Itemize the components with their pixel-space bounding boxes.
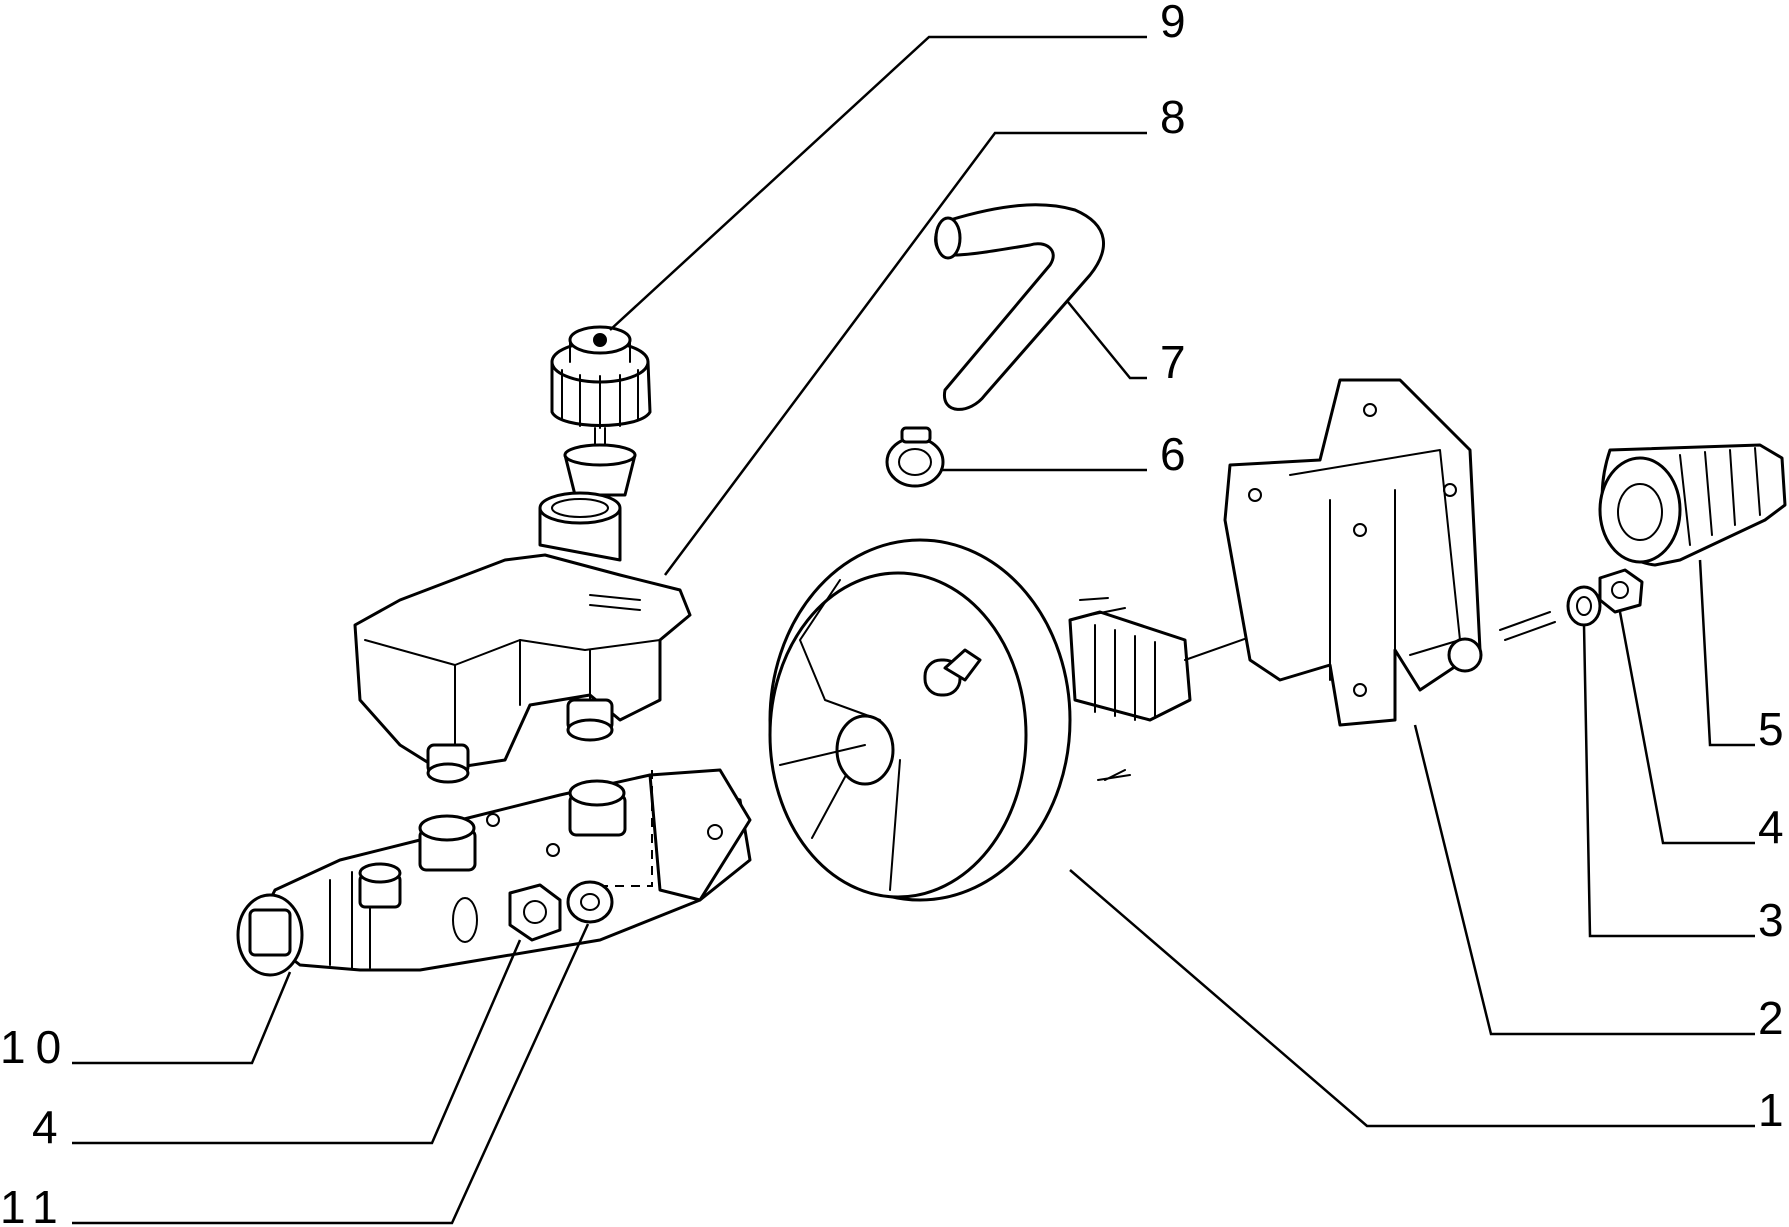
leader-10 (72, 971, 292, 1065)
brake-master-cylinder (236, 768, 752, 977)
hose-clamp (885, 426, 945, 488)
assembly-line-left (602, 770, 653, 887)
mounting-bracket (1223, 378, 1556, 727)
callout-4-left: 4 (32, 1101, 68, 1153)
callout-7: 7 (1160, 336, 1196, 388)
leader-9 (609, 35, 1147, 331)
reservoir-filter (563, 427, 637, 497)
leader-5 (1698, 559, 1755, 747)
callout-9: 9 (1160, 0, 1196, 47)
callout-10: 10 (0, 1021, 71, 1073)
leader-7 (1067, 301, 1147, 380)
callout-2: 2 (1758, 992, 1789, 1044)
callout-4: 4 (1758, 801, 1789, 853)
leader-11 (72, 923, 590, 1225)
nut-left (508, 883, 562, 942)
brake-fluid-reservoir (353, 491, 692, 784)
rubber-boot (1598, 443, 1787, 567)
leader-1 (1069, 869, 1755, 1128)
washer-right (1566, 585, 1602, 627)
leader-3 (1582, 624, 1755, 938)
washer-left (566, 880, 614, 924)
callout-3: 3 (1758, 894, 1789, 946)
brake-servo (768, 538, 1302, 902)
reservoir-cap (550, 325, 652, 429)
leader-4b (72, 939, 522, 1145)
leader-8 (663, 131, 1147, 576)
leader-4 (1618, 611, 1755, 845)
callout-1: 1 (1758, 1084, 1789, 1136)
callout-6: 6 (1160, 428, 1196, 480)
callout-5: 5 (1758, 703, 1789, 755)
vacuum-hose (934, 203, 1105, 411)
nut-right (1598, 568, 1644, 614)
callout-11: 11 (0, 1181, 68, 1227)
leader-2 (1413, 724, 1755, 1036)
callout-8: 8 (1160, 91, 1196, 143)
